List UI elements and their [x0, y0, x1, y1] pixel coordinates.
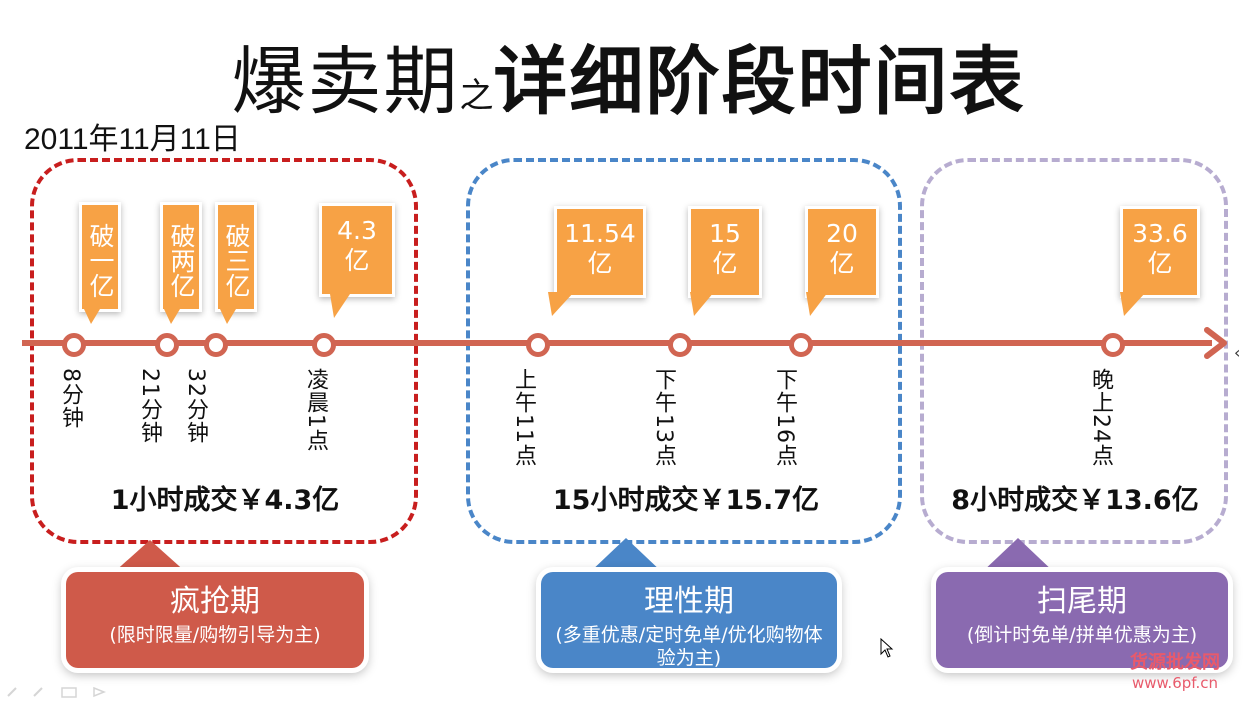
phase2-desc: (多重优惠/定时免单/优化购物体验为主)	[555, 624, 823, 669]
watermark-line2: www.6pf.cn	[1132, 674, 1218, 692]
milestone-time-3: 32分钟	[183, 368, 208, 444]
page-title: 爆卖期之详细阶段时间表	[0, 22, 1257, 129]
milestone-dot-8	[1101, 333, 1125, 357]
milestone-unit-4: 亿	[344, 246, 370, 275]
bubble-tail-7	[806, 292, 828, 316]
bubble-tail-4	[330, 294, 350, 318]
phase1-box: 疯抢期 (限时限量/购物引导为主)	[66, 572, 364, 668]
phase2-frame	[466, 158, 902, 544]
milestone-bubble-3: 破三亿	[218, 205, 254, 309]
phase3-desc: (倒计时免单/拼单优惠为主)	[966, 624, 1198, 646]
bubble-tail-5	[548, 292, 574, 316]
date-label: 2011年11月11日	[24, 123, 241, 156]
milestone-bubble-5: 11.54 亿	[557, 209, 643, 295]
phase3-name: 扫尾期	[1037, 584, 1127, 619]
milestone-bubble-8: 33.6 亿	[1123, 209, 1197, 295]
milestone-bubble-4: 4.3 亿	[322, 206, 392, 294]
milestone-bubble-1: 破一亿	[82, 205, 118, 309]
milestone-time-4: 凌晨1点	[303, 368, 328, 452]
summary-phase3: 8小时成交￥13.6亿	[951, 485, 1199, 516]
milestone-bubble-2: 破两亿	[163, 205, 199, 309]
phase1-desc: (限时限量/购物引导为主)	[109, 624, 321, 646]
watermark-line1: 货源批发网	[1130, 652, 1220, 673]
chevron-left-icon[interactable]: ‹	[1234, 343, 1241, 362]
title-part2: 详细阶段时间表	[493, 39, 1026, 125]
milestone-amount-6: 15	[709, 219, 741, 248]
milestone-dot-4	[312, 333, 336, 357]
mouse-cursor-icon	[880, 637, 894, 662]
watermark: 货源批发网 www.6pf.cn	[1130, 648, 1220, 692]
phase2-name: 理性期	[644, 584, 734, 619]
title-part1: 爆卖期	[231, 39, 460, 125]
bubble-tail-8	[1120, 292, 1146, 316]
milestone-unit-7: 亿	[829, 249, 855, 278]
summary-phase2: 15小时成交￥15.7亿	[552, 485, 820, 516]
title-connector: 之	[459, 76, 494, 116]
bubble-tail-6	[690, 292, 714, 316]
milestone-unit-8: 亿	[1147, 249, 1173, 278]
milestone-dot-1	[62, 333, 86, 357]
timeline-line	[22, 340, 1212, 346]
milestone-dot-5	[526, 333, 550, 357]
milestone-unit-5: 亿	[587, 249, 613, 278]
phase3-box: 扫尾期 (倒计时免单/拼单优惠为主)	[936, 572, 1228, 668]
milestone-amount-7: 20	[826, 219, 858, 248]
milestone-amount-4: 4.3	[337, 216, 377, 245]
slide-controls	[4, 684, 114, 700]
milestone-time-6: 下午13点	[651, 368, 676, 467]
phase1-frame	[30, 158, 418, 544]
milestone-time-8: 晚上24点	[1088, 368, 1113, 467]
phase3-pointer	[980, 538, 1056, 574]
milestone-dot-7	[789, 333, 813, 357]
phase2-pointer	[588, 538, 664, 574]
milestone-unit-6: 亿	[712, 249, 738, 278]
milestone-dot-3	[204, 333, 228, 357]
milestone-amount-8: 33.6	[1132, 219, 1188, 248]
milestone-bubble-7: 20 亿	[808, 209, 876, 295]
bubble-tail-2	[164, 309, 180, 324]
phase3-frame	[920, 158, 1228, 544]
milestone-dot-6	[668, 333, 692, 357]
bubble-tail-3	[220, 309, 236, 324]
milestone-time-7: 下午16点	[772, 368, 797, 467]
milestone-amount-5: 11.54	[564, 219, 636, 248]
phase2-box: 理性期 (多重优惠/定时免单/优化购物体验为主)	[541, 572, 837, 669]
summary-phase1: 1小时成交￥4.3亿	[110, 485, 340, 516]
bubble-tail-1	[84, 309, 100, 324]
milestone-time-2: 21分钟	[137, 368, 162, 444]
milestone-time-5: 上午11点	[511, 368, 536, 467]
phase1-name: 疯抢期	[170, 584, 260, 619]
timeline-arrow-icon	[1204, 327, 1228, 359]
phase1-pointer	[112, 540, 188, 574]
milestone-bubble-6: 15 亿	[691, 209, 759, 295]
milestone-dot-2	[155, 333, 179, 357]
milestone-time-1: 8分钟	[58, 368, 83, 429]
